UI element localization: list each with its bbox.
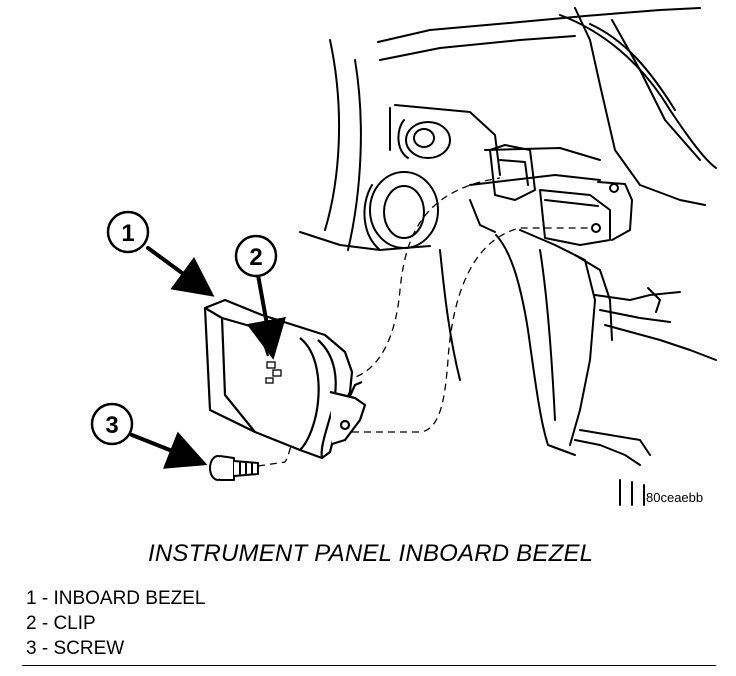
callout-1-number: 1 [121,220,134,247]
callout-3-arrow [130,431,208,469]
callout-1: 1 [106,210,150,254]
screw [209,455,259,481]
callout-leaders [130,246,286,469]
instrument-panel-background [299,7,717,506]
legend-item: 3 - SCREW [26,638,125,659]
bottom-divider [22,665,716,666]
clip [265,361,282,384]
callout-3: 3 [90,402,134,446]
legend-item: 2 - CLIP [26,613,96,634]
exploded-view-diagram: 1 2 3 80ceaebb [90,7,717,506]
inboard-bezel [203,298,367,460]
callout-2: 2 [234,234,278,278]
legend-item: 1 - INBOARD BEZEL [26,588,206,609]
callout-2-number: 2 [249,244,262,271]
diagram-caption: INSTRUMENT PANEL INBOARD BEZEL [148,540,594,567]
reference-code: 80ceaebb [646,490,703,505]
callout-3-number: 3 [105,412,118,439]
parts-legend: 1 - INBOARD BEZEL 2 - CLIP 3 - SCREW [26,586,206,661]
callout-2-arrow [246,273,286,360]
callout-1-arrow [146,246,215,297]
